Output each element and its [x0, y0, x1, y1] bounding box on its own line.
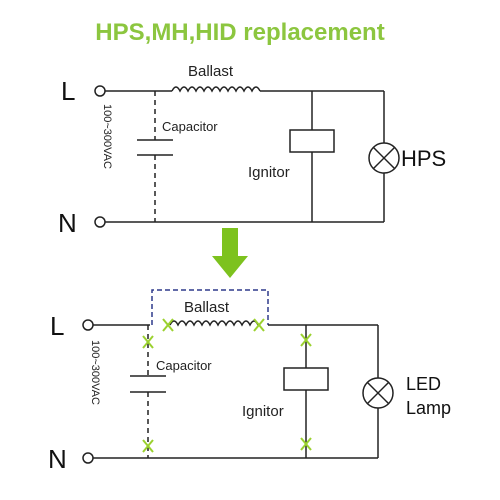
- neutral-terminal: [82, 452, 94, 464]
- before-ballast-label: Ballast: [188, 63, 234, 80]
- after-circuit: [82, 289, 394, 464]
- after-capacitor-label: Capacitor: [156, 358, 212, 373]
- cut-mark-icon: [162, 318, 174, 332]
- before-lamp-label: HPS: [401, 146, 446, 171]
- after-ballast-label: Ballast: [184, 299, 230, 316]
- before-neutral-label: N: [58, 208, 77, 238]
- after-voltage-label: 100~300VAC: [89, 340, 101, 405]
- ballast-bypass-path: [151, 289, 269, 325]
- ignitor-box: [289, 129, 335, 153]
- before-ignitor-label: Ignitor: [248, 164, 290, 181]
- line-terminal: [94, 85, 106, 97]
- after-ignitor-label: Ignitor: [242, 403, 284, 420]
- after-line-label: L: [50, 311, 64, 341]
- before-line-label: L: [61, 76, 75, 106]
- ignitor-box: [283, 367, 329, 391]
- diagram-title: HPS,MH,HID replacement: [95, 19, 384, 46]
- cut-mark-icon: [253, 318, 265, 332]
- line-terminal: [82, 319, 94, 331]
- after-neutral-label: N: [48, 444, 67, 474]
- ballast-coil: [171, 86, 261, 93]
- ballast-coil: [169, 320, 259, 327]
- after-lamp-label-line1: LED: [406, 374, 441, 394]
- after-lamp-label-line2: Lamp: [406, 398, 451, 418]
- neutral-terminal: [94, 216, 106, 228]
- before-capacitor-label: Capacitor: [162, 119, 218, 134]
- before-voltage-label: 100~300VAC: [101, 104, 113, 169]
- before-circuit: [94, 85, 400, 228]
- down-arrow-icon: [212, 228, 248, 278]
- lamp-cross-2: [366, 381, 390, 405]
- lamp-cross-2: [372, 146, 396, 170]
